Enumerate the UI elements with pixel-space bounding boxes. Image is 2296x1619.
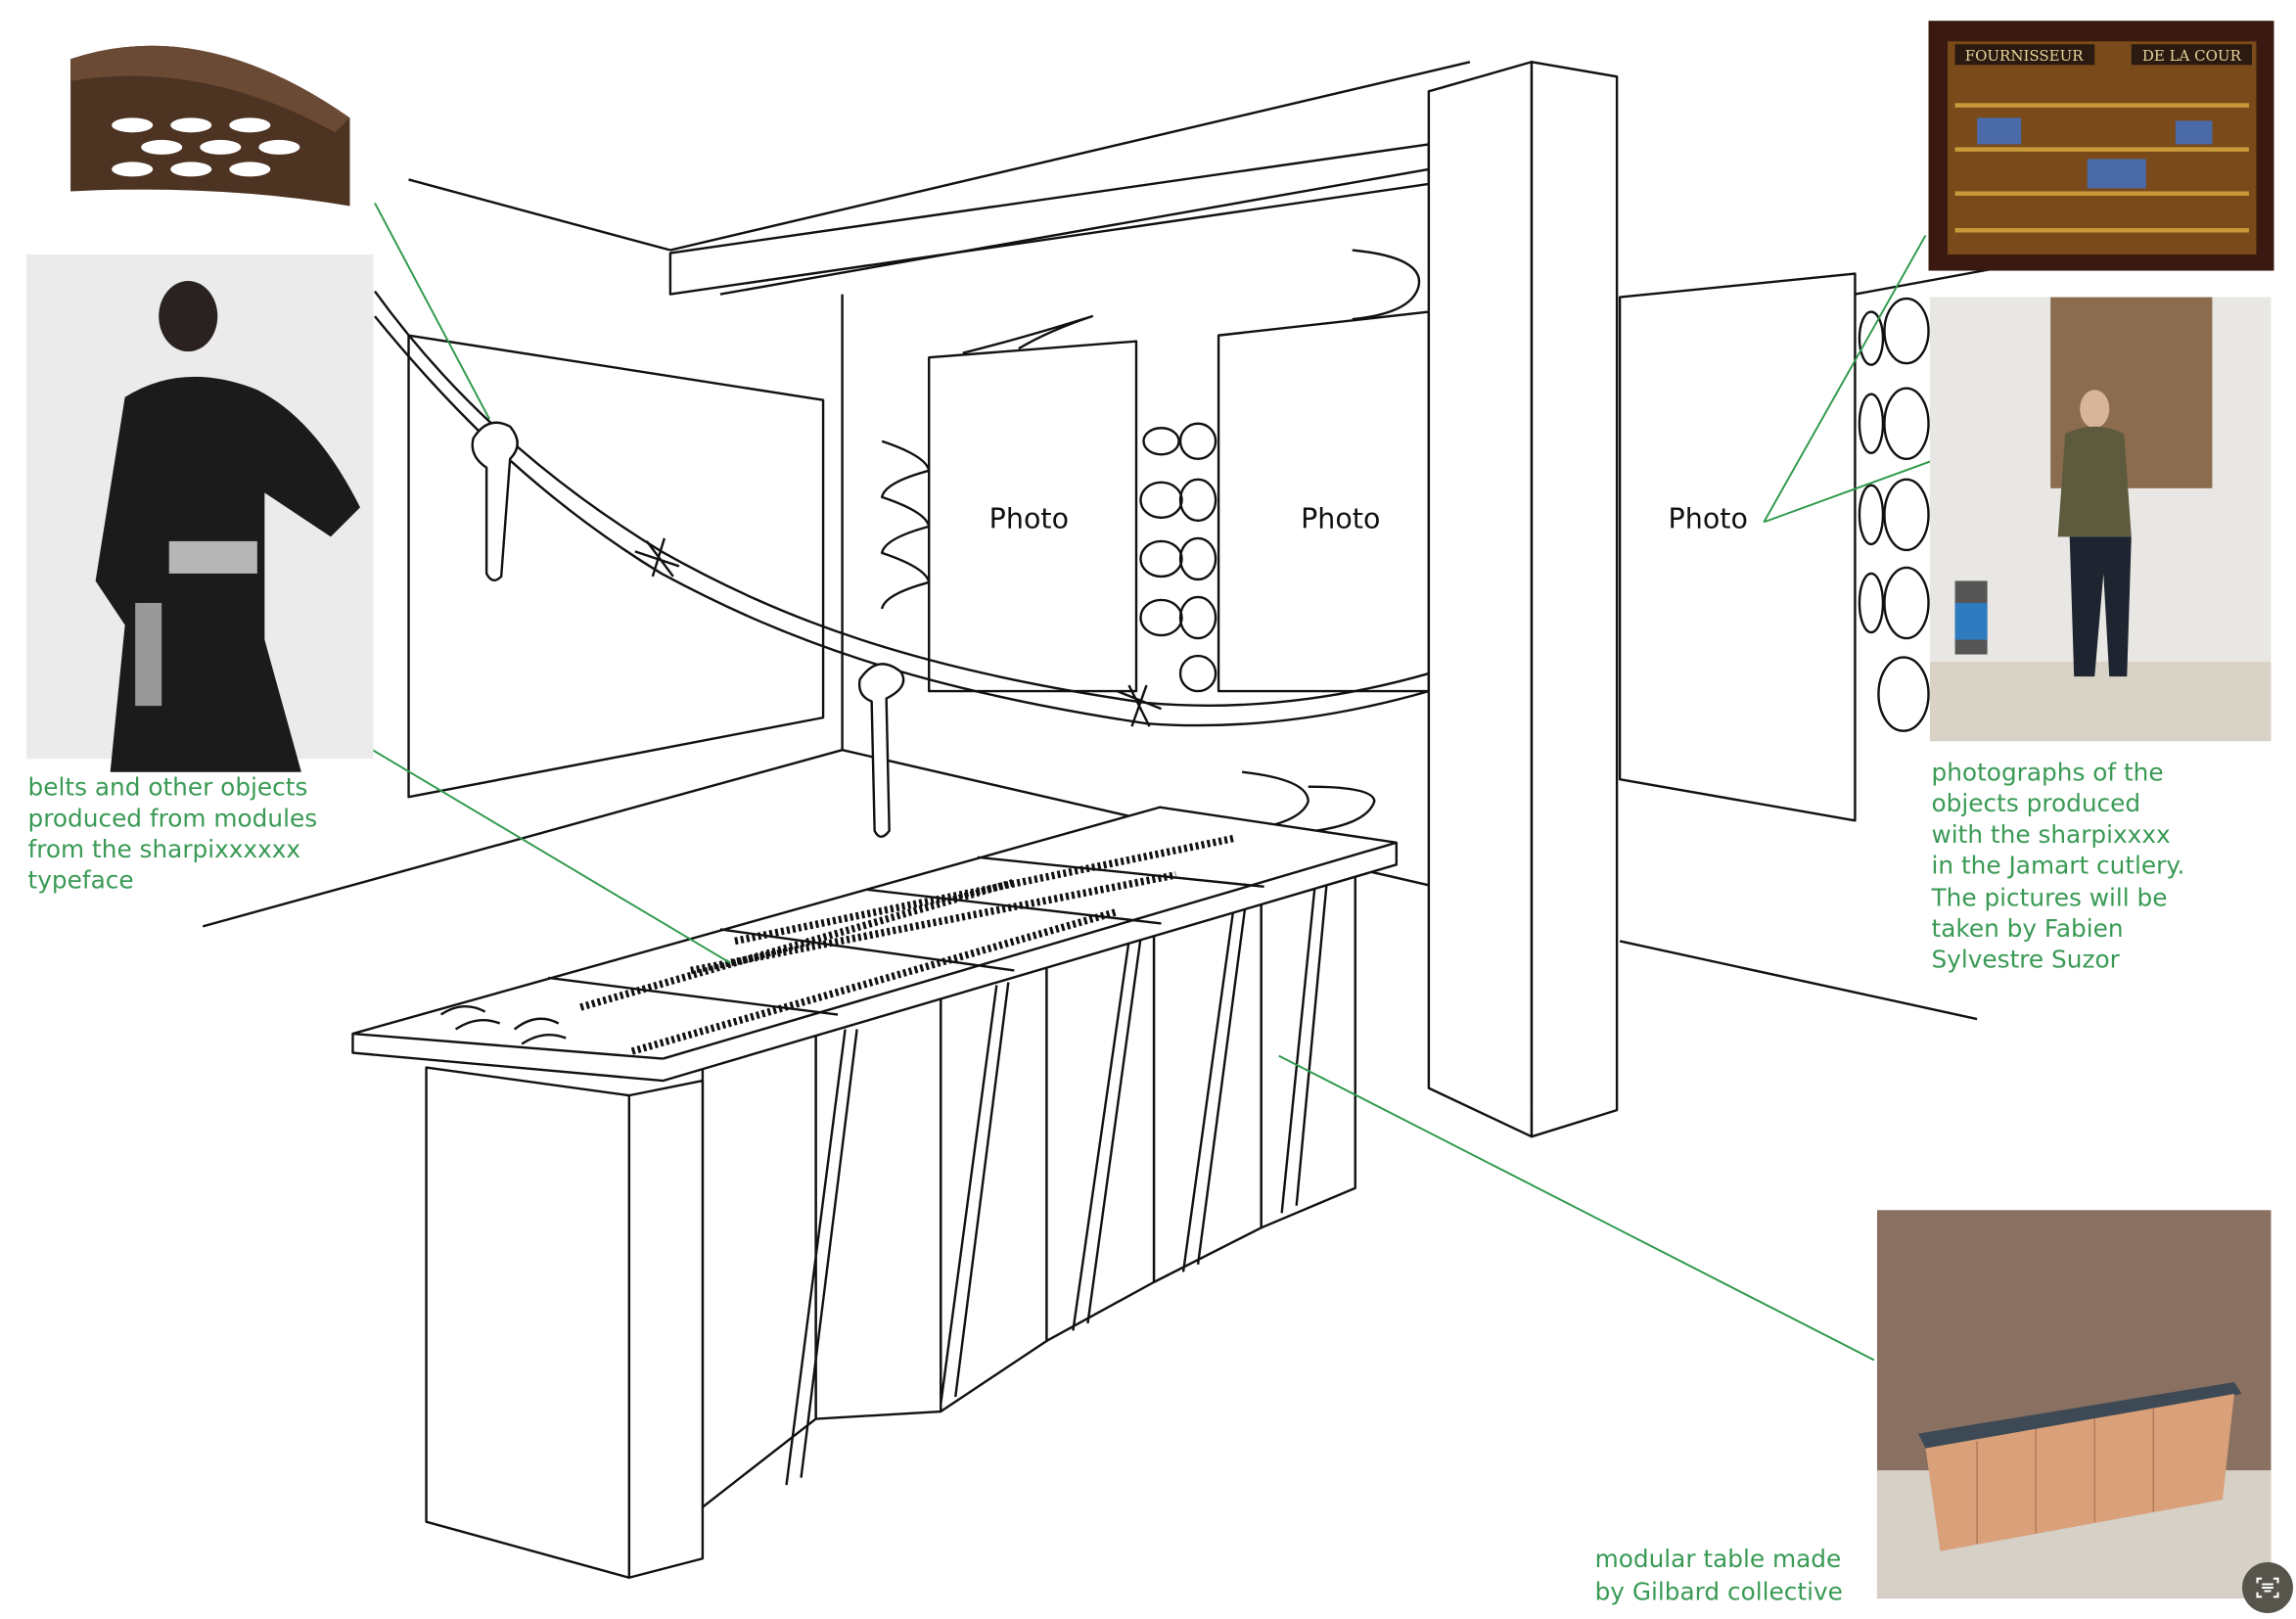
belts-caption: belts and other objects produced from mo… <box>28 773 325 895</box>
scan-text-button[interactable] <box>2242 1562 2293 1613</box>
photo-label: Photo <box>1301 502 1380 534</box>
photo-label: Photo <box>1669 502 1748 534</box>
photo-panel-1: Photo <box>928 314 1138 693</box>
photo-panel-2: Photo <box>1217 310 1431 693</box>
shop-sign-right: DE LA COUR <box>2142 47 2242 65</box>
ceiling-beam <box>668 143 1431 296</box>
rope-knot <box>471 421 519 581</box>
belt-photo <box>70 45 350 207</box>
sharpix-pattern <box>579 834 1236 1055</box>
artist-photo <box>1930 297 2272 742</box>
photographs-caption: photographs of the objects produced with… <box>1931 759 2193 974</box>
scan-text-icon <box>2256 1577 2279 1598</box>
rope <box>374 290 1430 838</box>
model-photo <box>26 254 374 772</box>
table-photo <box>1876 1210 2272 1598</box>
shop-photo: FOURNISSEUR DE LA COUR <box>1928 21 2274 271</box>
column <box>1427 61 1619 1138</box>
photo-panel-3: Photo <box>1618 272 1857 822</box>
table-caption: modular table made by Gilbard collective <box>1595 1545 1850 1605</box>
table-top <box>351 806 1399 1083</box>
shop-sign-left: FOURNISSEUR <box>1965 47 2085 65</box>
photo-label: Photo <box>989 502 1069 534</box>
modular-table <box>351 806 1399 1579</box>
rope-knot <box>857 663 905 838</box>
leader-lines <box>359 203 1938 1362</box>
